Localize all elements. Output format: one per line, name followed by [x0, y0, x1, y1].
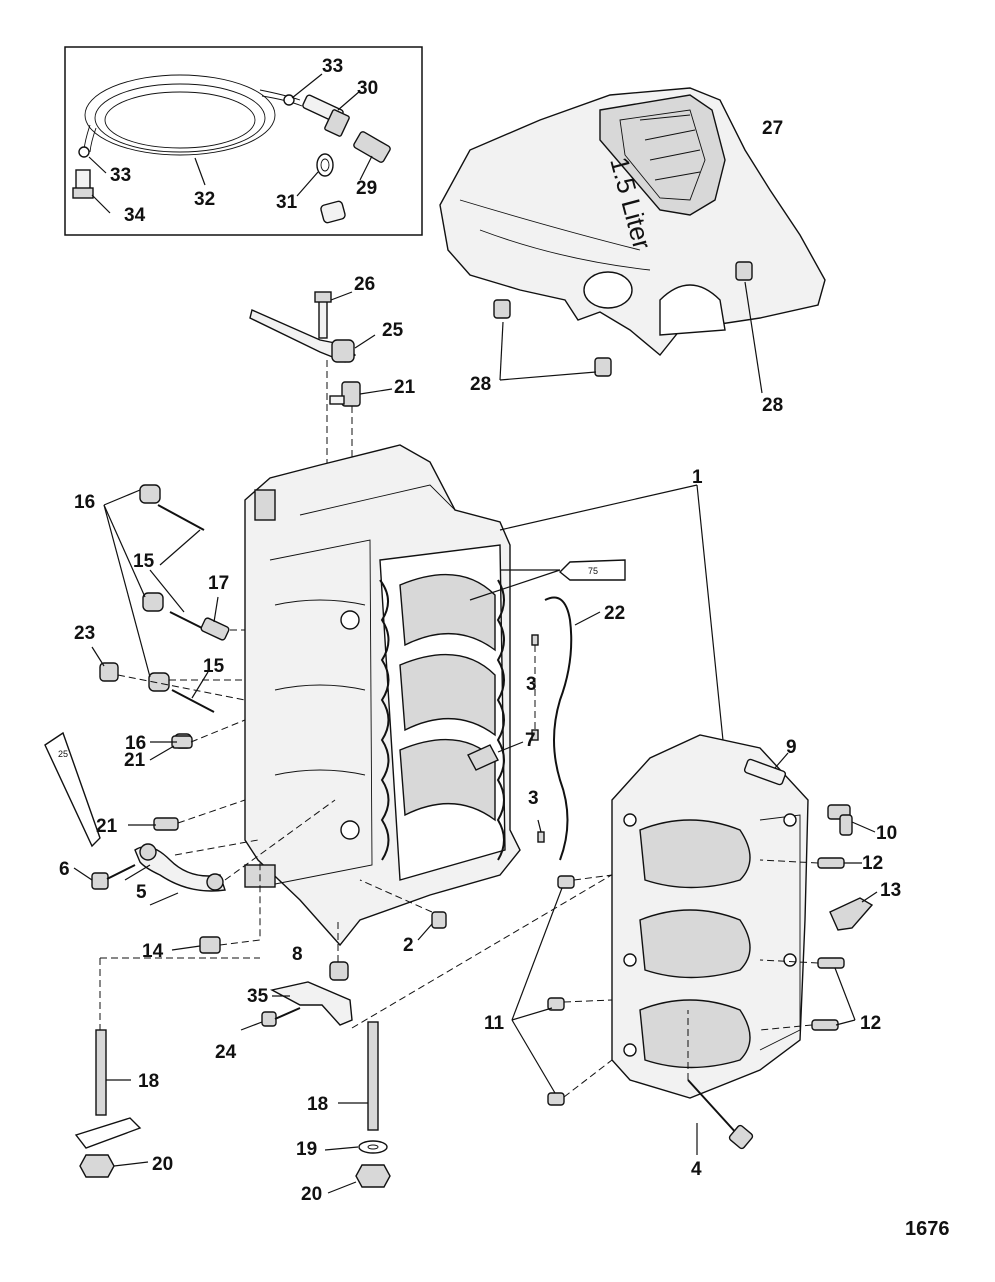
nut-part-20-left — [79, 1154, 115, 1178]
callout-20a: 20 — [152, 1154, 173, 1175]
callout-34: 34 — [124, 205, 146, 226]
callout-33b: 33 — [110, 165, 131, 186]
elbow-fitting-part-10 — [827, 804, 853, 836]
callout-29: 29 — [356, 178, 377, 199]
fitting-part-34 — [72, 169, 94, 199]
callout-21c: 21 — [96, 816, 118, 837]
sealant-tube-25: 25 — [44, 731, 101, 848]
callout-26: 26 — [354, 274, 375, 295]
callout-17: 17 — [208, 573, 229, 594]
callout-18a: 18 — [138, 1071, 159, 1092]
callout-31: 31 — [276, 192, 298, 213]
washer-part-19 — [358, 1140, 388, 1154]
callout-21a: 21 — [394, 377, 416, 398]
callout-27: 27 — [762, 118, 783, 139]
callout-15a: 15 — [133, 551, 155, 572]
callout-21b: 21 — [124, 750, 146, 771]
nut-part-20-right — [355, 1164, 391, 1188]
bolt-part-6 — [91, 864, 136, 890]
bearing-cap-part-5 — [134, 843, 226, 892]
callout-32: 32 — [194, 189, 215, 210]
dowel-pin-part-2 — [431, 911, 447, 929]
callout-6: 6 — [59, 859, 70, 880]
callout-7: 7 — [525, 730, 536, 751]
callout-1: 1 — [692, 467, 703, 488]
fitting-part-17 — [200, 617, 230, 641]
seal-strip-part-22 — [544, 596, 573, 861]
callout-labels: 1 2 3 3 4 5 6 7 9 8 10 11 12 12 13 14 15… — [59, 56, 901, 1205]
callout-5: 5 — [136, 882, 147, 903]
stud-part-18-right — [367, 1021, 379, 1131]
elbow-fitting-part-21-left — [153, 735, 193, 831]
elbow-fitting-part-21-top — [329, 381, 361, 407]
callout-23: 23 — [74, 623, 95, 644]
cap-part — [320, 200, 346, 224]
stud-part-18-left — [95, 1029, 107, 1116]
cylinder-block-part-1 — [244, 444, 521, 947]
seal-part-31 — [316, 153, 334, 177]
sensor-part-25 — [249, 309, 357, 363]
callout-8: 8 — [292, 944, 303, 965]
callout-13: 13 — [880, 880, 901, 901]
callout-3a: 3 — [526, 674, 537, 695]
callout-16b: 16 — [125, 733, 146, 754]
callout-22: 22 — [604, 603, 625, 624]
callout-19: 19 — [296, 1139, 317, 1160]
connector-part-29 — [353, 131, 391, 163]
bolt-part-24 — [261, 1007, 301, 1027]
bolt-part-26 — [314, 291, 332, 339]
fitting-part-7 — [467, 744, 499, 771]
elbow-fitting-part-13 — [829, 897, 874, 931]
callout-4: 4 — [691, 1159, 702, 1180]
plug-part-16 — [139, 484, 192, 749]
callout-16a: 16 — [74, 492, 95, 513]
bracket-part-35 — [270, 981, 353, 1026]
engine-cover-part-27: 1.5 Liter — [439, 87, 826, 356]
fitting-part-30 — [302, 94, 350, 137]
grommet-part-28 — [493, 261, 753, 377]
callout-25: 25 — [382, 320, 404, 341]
callout-28b: 28 — [762, 395, 783, 416]
hose-part-32 — [83, 74, 303, 156]
fitting-part-12 — [811, 857, 845, 1031]
hose-clamp-part-33 — [78, 94, 295, 158]
plate-part — [74, 1117, 142, 1149]
sensor-part-14 — [199, 936, 221, 954]
callout-8-9: 9 — [786, 737, 797, 758]
plug-part-8 — [329, 961, 349, 981]
callout-12b: 12 — [860, 1013, 881, 1034]
callout-11: 11 — [484, 1013, 505, 1034]
callout-24: 24 — [215, 1042, 237, 1063]
hose-kit-inset — [64, 46, 423, 236]
callout-35: 35 — [247, 986, 269, 1007]
callout-28a: 28 — [470, 374, 491, 395]
callout-33a: 33 — [322, 56, 343, 77]
sealant-tube-75: 75 — [558, 559, 626, 581]
bolt-part-4 — [687, 1079, 754, 1150]
callout-20b: 20 — [301, 1184, 322, 1205]
tube-25-label: 25 — [58, 749, 68, 759]
callout-30: 30 — [357, 78, 378, 99]
crankcase-cover — [611, 734, 809, 1099]
callout-18b: 18 — [307, 1094, 328, 1115]
rod-part-15 — [157, 504, 215, 713]
elbow-fitting-part-11 — [547, 875, 575, 1106]
plug-part-23 — [99, 662, 119, 682]
callout-3b: 3 — [528, 788, 539, 809]
callout-14: 14 — [142, 941, 164, 962]
tube-75-label: 75 — [588, 566, 598, 576]
fitting-part-9 — [743, 758, 787, 786]
callout-10: 10 — [876, 823, 897, 844]
callout-15b: 15 — [203, 656, 225, 677]
figure-number: 1676 — [905, 1218, 950, 1240]
callout-2: 2 — [403, 935, 414, 956]
callout-12a: 12 — [862, 853, 883, 874]
